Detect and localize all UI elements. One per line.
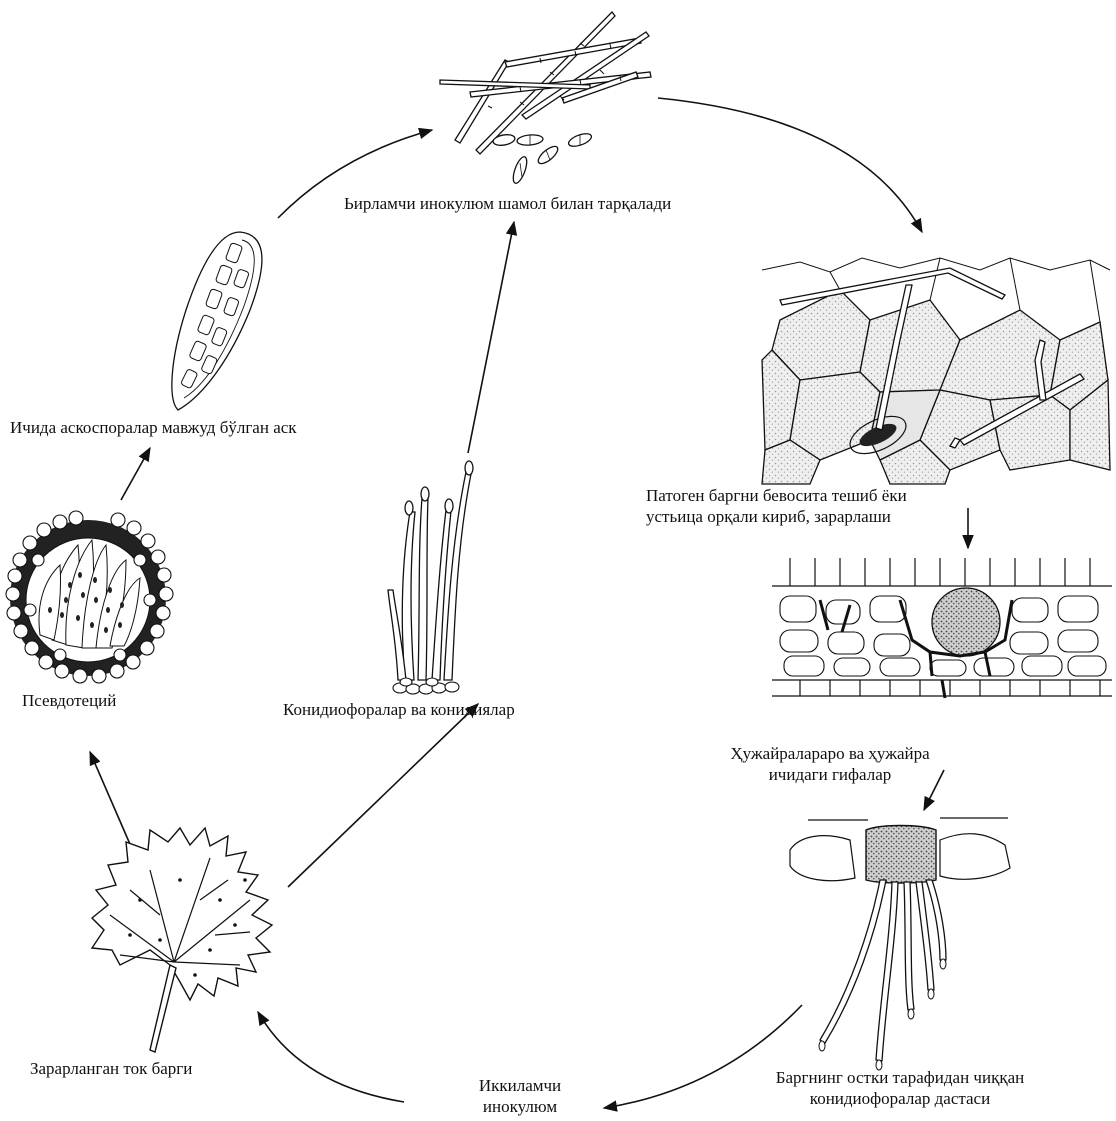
label-conidiophores: Конидиофоралар ва конидиялар (283, 699, 515, 720)
label-ascus: Ичида аскоспоралар мавжуд бўлган аск (10, 417, 297, 438)
leaf-surface-penetration-illustration (762, 246, 1110, 484)
arrow-leaf-to-pseudothecium (90, 752, 136, 858)
arrow-secondary-to-leaf (258, 1012, 404, 1102)
pseudothecium-illustration (6, 511, 173, 683)
label-penetration-line1: Патоген баргни бевосита тешиб ёки (646, 485, 907, 506)
label-primary-inoculum: Ьирламчи инокулюм шамол билан тарқалади (344, 193, 671, 214)
label-conidiophore-bundle: Баргнинг остки тарафидан чиққан конидиоф… (740, 1067, 1060, 1110)
label-conidiophore-bundle-line1: Баргнинг остки тарафидан чиққан (740, 1067, 1060, 1088)
label-hyphae-line2: ичидаги гифалар (700, 764, 960, 785)
conidiophores-illustration (388, 461, 473, 694)
label-pseudothecium: Псевдотеций (22, 690, 116, 711)
label-secondary-inoculum-line2: инокулюм (460, 1096, 580, 1117)
label-hyphae: Ҳужайралараро ва ҳужайра ичидаги гифалар (700, 743, 960, 786)
label-penetration: Патоген баргни бевосита тешиб ёки устьиц… (646, 485, 907, 528)
label-hyphae-line1: Ҳужайралараро ва ҳужайра (700, 743, 960, 764)
arrow-pseudothecium-to-ascus (121, 448, 150, 500)
ascus-illustration (172, 232, 262, 410)
infected-leaf-illustration (92, 828, 272, 1052)
arrow-conidiophores-to-primary (468, 222, 514, 453)
label-penetration-line2: устьица орқали кириб, зарарлаши (646, 506, 907, 527)
primary-inoculum-illustration (440, 12, 651, 185)
label-secondary-inoculum: Иккиламчи инокулюм (460, 1075, 580, 1118)
label-secondary-inoculum-line1: Иккиламчи (460, 1075, 580, 1096)
arrow-primary-to-penetration (658, 98, 922, 232)
label-conidiophore-bundle-line2: конидиофоралар дастаси (740, 1088, 1060, 1109)
label-infected-leaf: Зарарланган ток барги (30, 1058, 192, 1079)
leaf-cross-section-illustration (772, 558, 1112, 708)
conidiophore-bundle-illustration (790, 818, 1010, 1070)
arrow-leaf-to-conidiophores (288, 704, 478, 887)
